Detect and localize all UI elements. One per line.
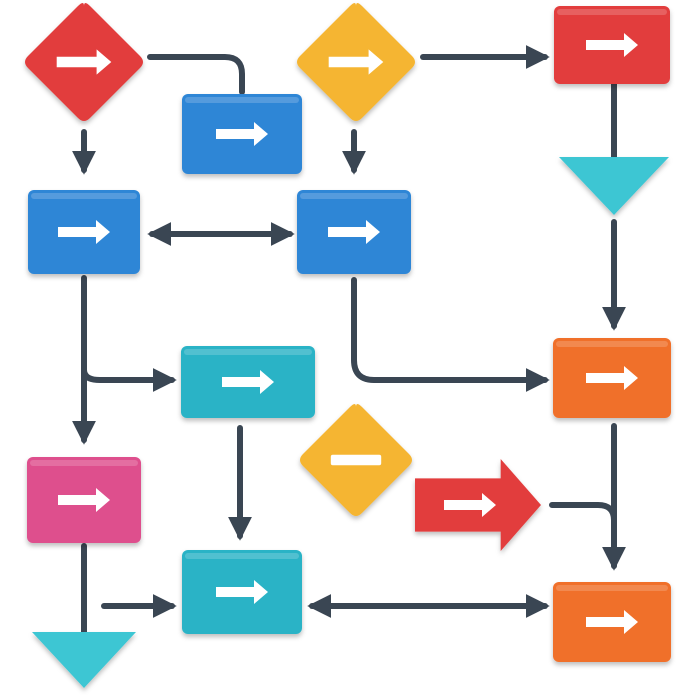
red-box-top-right[interactable] <box>554 6 670 84</box>
blue-box-center-highlight <box>300 193 408 199</box>
right-arrow-icon <box>586 366 638 390</box>
magenta-box-left[interactable] <box>27 457 141 543</box>
blue-box-left[interactable] <box>28 190 140 274</box>
connector-blue-center-to-orange <box>351 277 550 392</box>
teal-box-middle[interactable] <box>181 346 315 418</box>
nodes-layer <box>25 3 671 688</box>
teal-box-middle-highlight <box>184 349 312 355</box>
teal-box-bottom-highlight <box>185 553 299 559</box>
right-arrow-icon <box>328 49 384 75</box>
right-arrow-icon <box>56 49 112 75</box>
right-arrow-icon <box>58 488 110 512</box>
connector-red-diamond-to-blue-top <box>147 54 245 95</box>
cyan-triangle-top-right-shape <box>559 157 669 215</box>
magenta-box-left-highlight <box>30 460 138 466</box>
minus-icon <box>330 454 382 466</box>
connector-red-arrow-to-junction <box>549 502 617 523</box>
orange-box-right[interactable] <box>553 338 671 418</box>
yellow-diamond-minus[interactable] <box>300 404 412 516</box>
yellow-diamond-top[interactable] <box>297 3 415 121</box>
orange-box-bottom-right[interactable] <box>553 582 671 662</box>
cyan-triangle-bottom-left[interactable] <box>32 632 136 688</box>
red-arrow-shape[interactable] <box>415 459 541 551</box>
blue-box-center[interactable] <box>297 190 411 274</box>
orange-box-right-highlight <box>556 341 668 347</box>
cyan-triangle-top-right[interactable] <box>559 157 669 215</box>
right-arrow-icon <box>586 610 638 634</box>
cyan-triangle-bottom-left-shape <box>32 632 136 688</box>
blue-box-top[interactable] <box>182 94 302 174</box>
blue-box-top-highlight <box>185 97 299 103</box>
orange-box-bottom-right-highlight <box>556 585 668 591</box>
right-arrow-icon <box>222 370 274 394</box>
red-box-top-right-highlight <box>557 9 667 15</box>
connectors-layer <box>72 45 626 635</box>
connector-junction-to-teal-middle <box>81 367 177 392</box>
right-arrow-icon <box>444 493 496 517</box>
red-diamond-start[interactable] <box>25 3 143 121</box>
right-arrow-icon <box>216 122 268 146</box>
blue-box-left-highlight <box>31 193 137 199</box>
right-arrow-icon <box>58 220 110 244</box>
right-arrow-icon <box>586 33 638 57</box>
right-arrow-icon <box>328 220 380 244</box>
teal-box-bottom[interactable] <box>182 550 302 634</box>
right-arrow-icon <box>216 580 268 604</box>
